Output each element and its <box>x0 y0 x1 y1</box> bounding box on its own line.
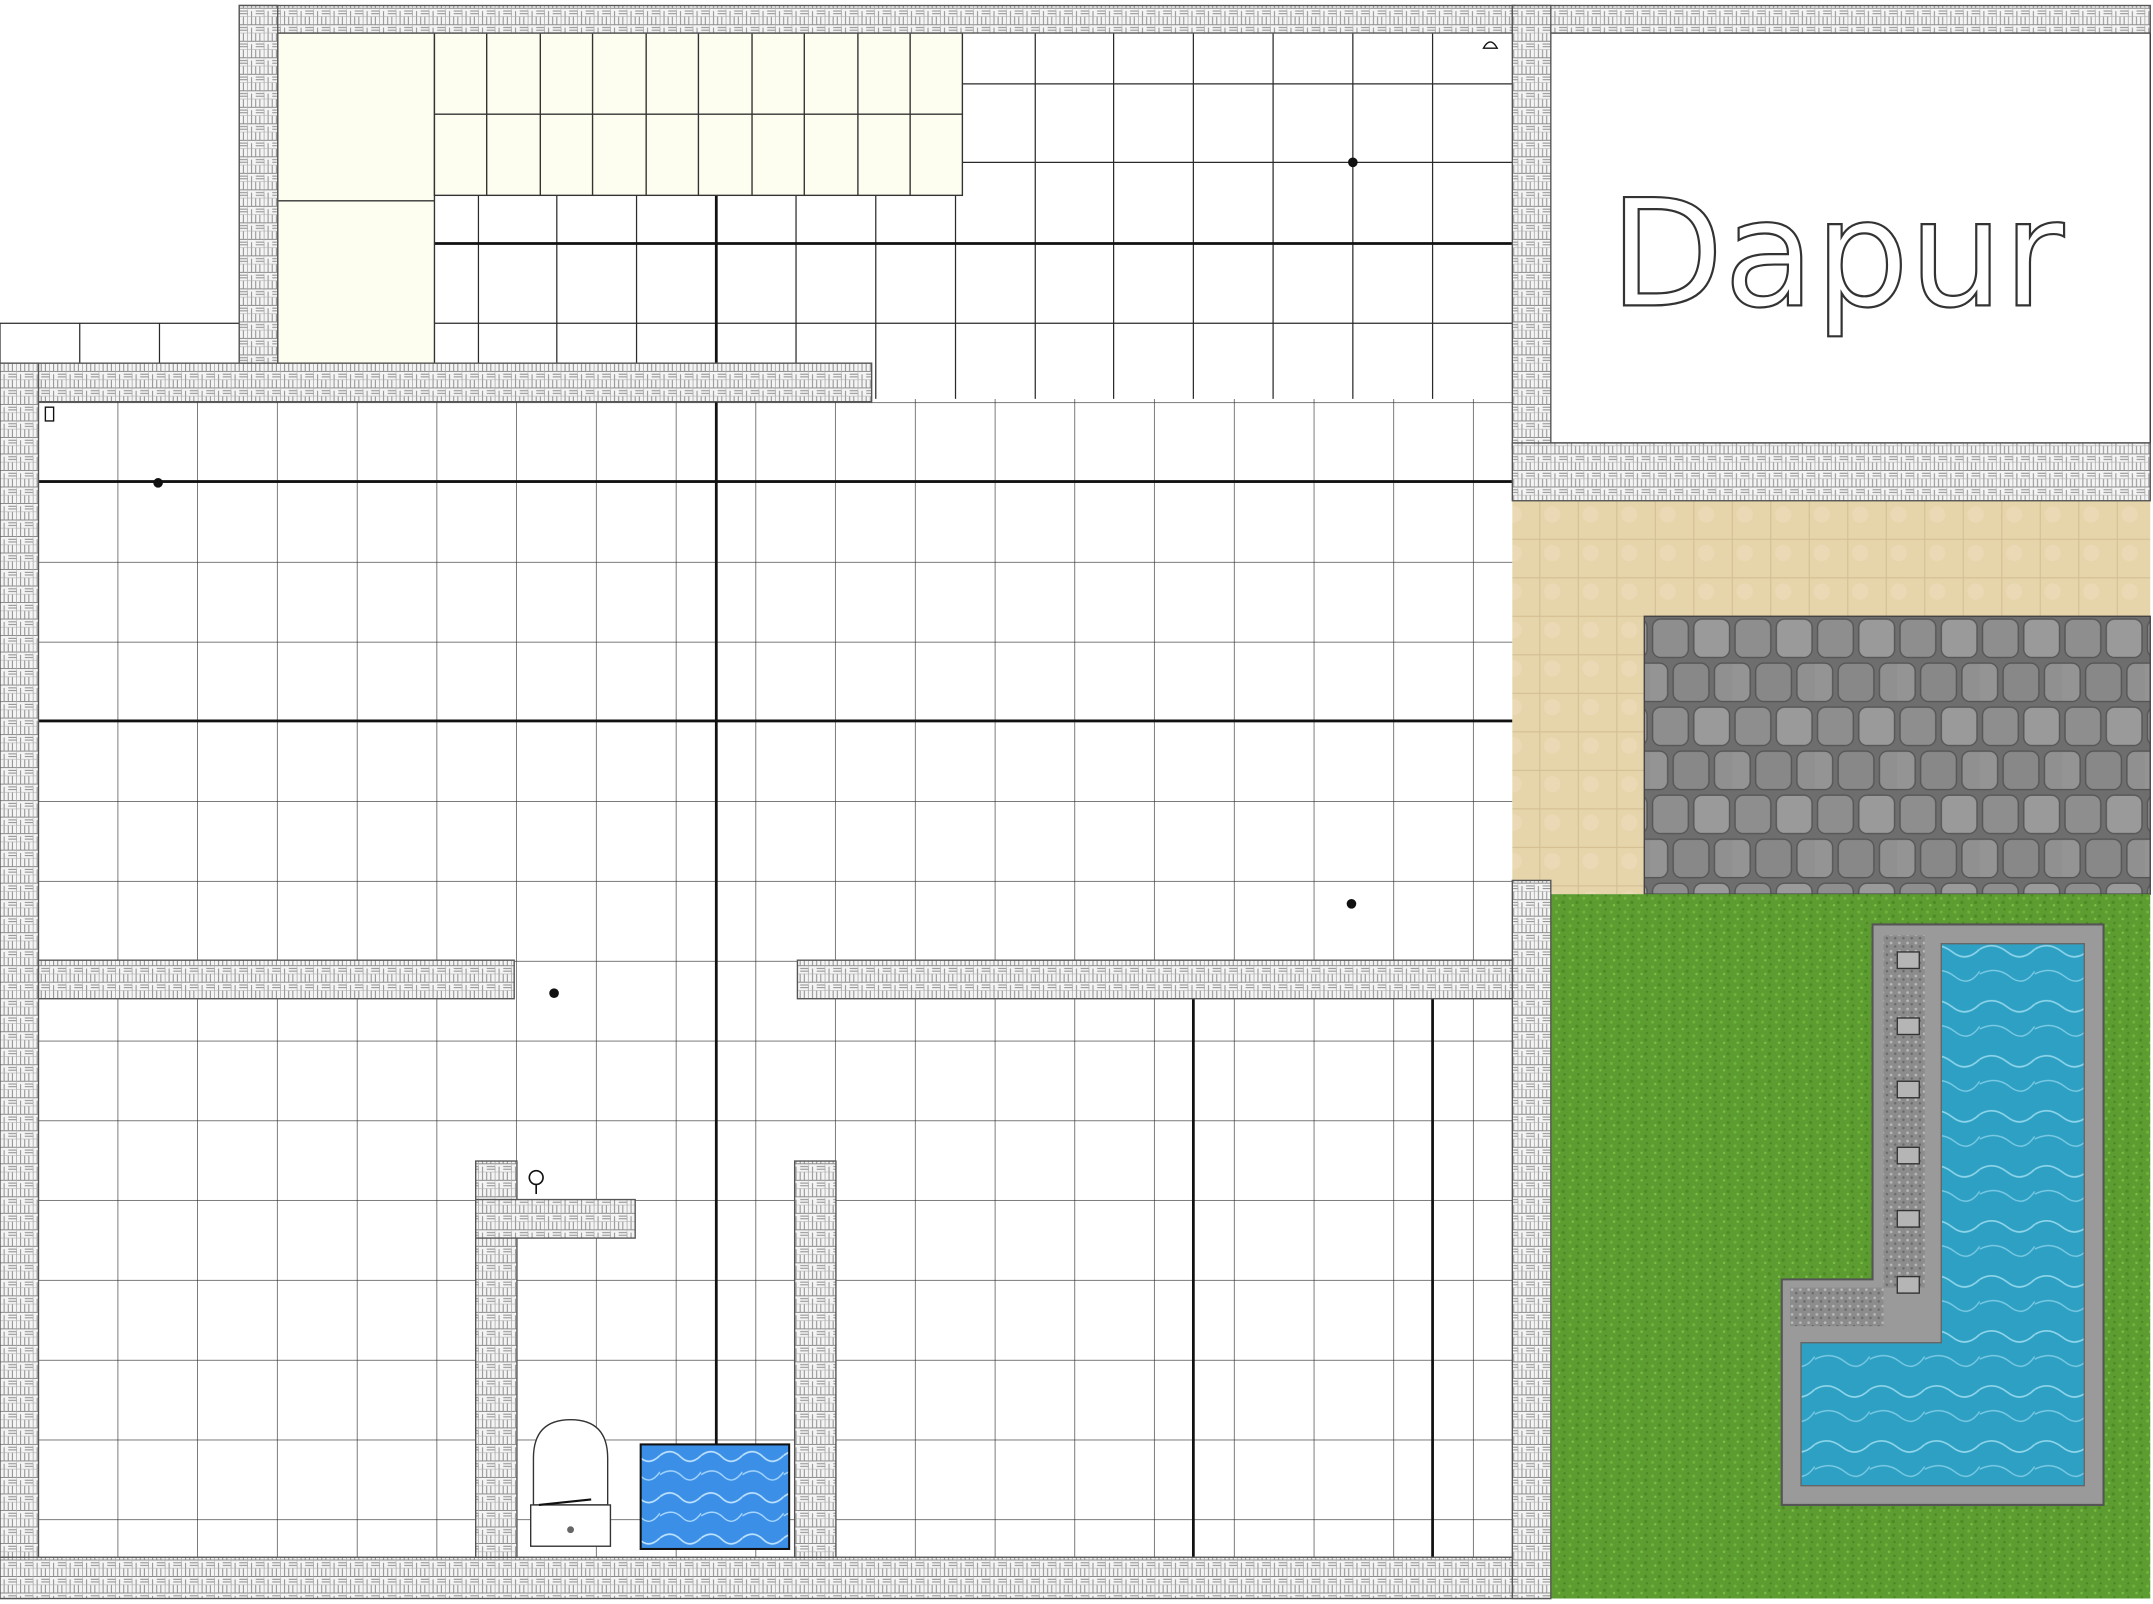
sink-icon <box>528 1169 544 1195</box>
wall-switch-icon <box>44 41 1499 422</box>
stone-paving <box>1643 615 2151 895</box>
interior-floor <box>0 30 1513 1558</box>
pool-steps <box>1896 951 1920 1294</box>
light-fixture-icon <box>153 157 1358 999</box>
kitchen-label: Dapur <box>1609 168 2065 341</box>
staircase <box>277 32 964 364</box>
swimming-pool <box>1780 923 2105 1506</box>
small-pool-icon <box>639 1443 791 1551</box>
kitchen-room: Dapur <box>1550 32 2151 444</box>
walls <box>0 4 2151 1600</box>
toilet-icon <box>530 1418 612 1547</box>
